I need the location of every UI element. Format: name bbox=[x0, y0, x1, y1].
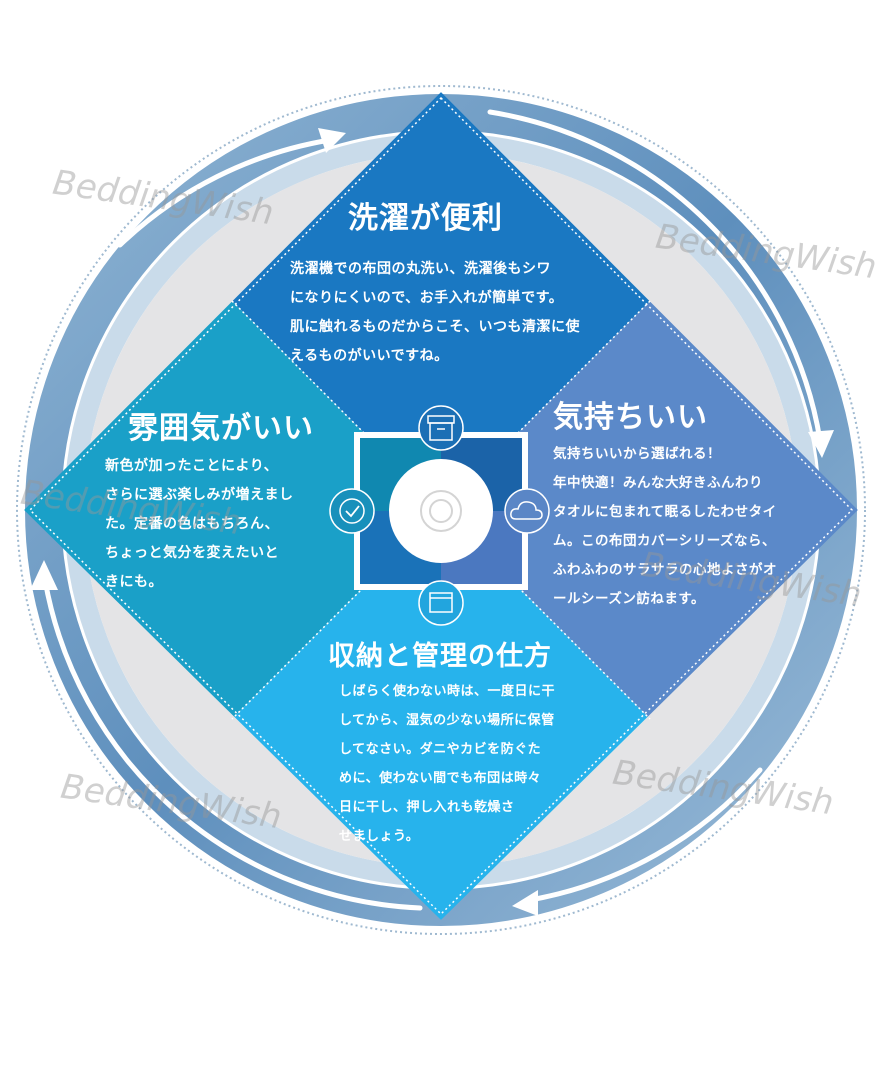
quadrant-left-body: 新色が加ったことにより、 さらに選ぶ楽しみが増えまし た。定番の色はもちろん、 … bbox=[105, 458, 294, 590]
arrow-top-left bbox=[117, 137, 333, 248]
cycle-arrow-icon bbox=[42, 109, 823, 911]
cloud-icon bbox=[504, 488, 550, 534]
quadrant-top-body: 洗濯機での布団の丸洗い、洗濯後もシワ になりにくいので、お手入れが簡単です。 肌… bbox=[290, 261, 580, 364]
quadrant-right-body: 気持ちいいから選ばれる！ 年中快適！みんな大好きふんわり タオルに包まれて眠るし… bbox=[553, 446, 777, 607]
target-icon bbox=[420, 490, 462, 532]
arrowhead-top-left bbox=[318, 128, 346, 153]
arrow-bottom-left bbox=[42, 577, 423, 911]
storage-box-icon bbox=[418, 405, 464, 451]
center-disc bbox=[389, 459, 493, 563]
quadrant-bottom-title: 収納と管理の仕方 bbox=[328, 641, 552, 672]
arrowhead-bottom-left bbox=[30, 560, 58, 590]
arrowhead-bottom-right bbox=[512, 890, 538, 916]
check-circle-icon bbox=[329, 488, 375, 534]
folder-icon bbox=[418, 580, 464, 626]
quadrant-left-title: 雰囲気がいい bbox=[128, 411, 314, 446]
arrow-top-right bbox=[487, 109, 823, 443]
quadrant-right-title: 気持ちいい bbox=[553, 400, 708, 435]
outer-dotted-ring bbox=[16, 85, 866, 935]
quadrant-bottom-body: しばらく使わない時は、一度日に干 してから、湿気の少ない場所に保管 してなさい。… bbox=[339, 684, 556, 844]
quadrant-top-title: 洗濯が便利 bbox=[348, 201, 503, 236]
arrow-bottom-right bbox=[527, 767, 763, 903]
arrowhead-top-right bbox=[808, 430, 834, 458]
